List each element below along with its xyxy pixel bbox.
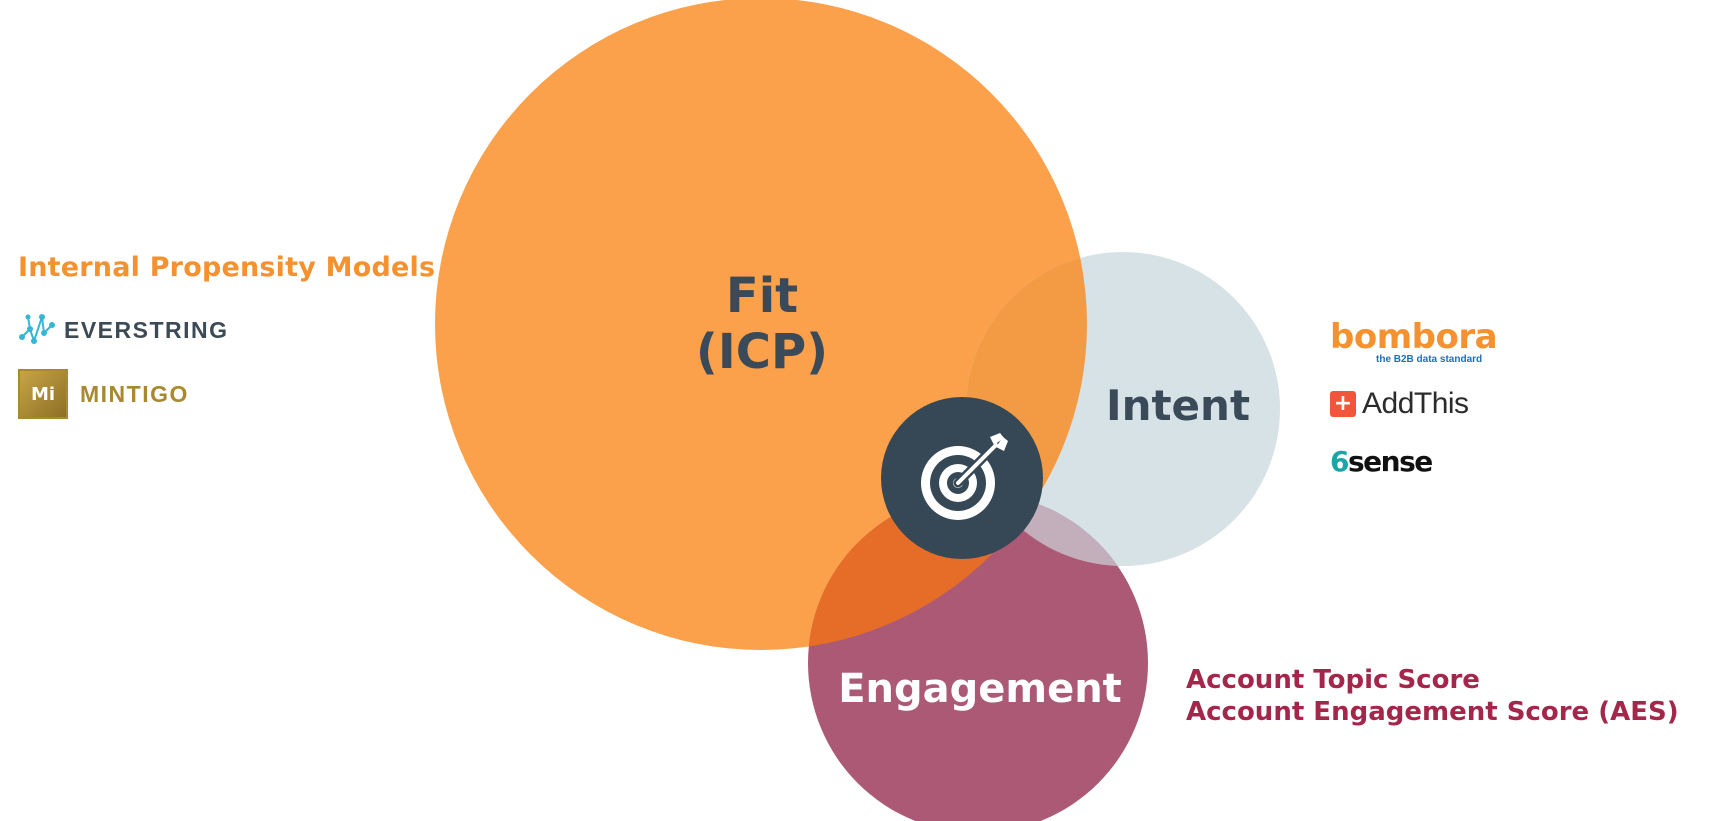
addthis-logo: + AddThis: [1330, 387, 1590, 421]
account-engagement-score: Account Engagement Score (AES): [1186, 697, 1679, 727]
everstring-logo: EVERSTRING: [18, 311, 418, 349]
bombora-tagline: the B2B data standard: [1376, 354, 1483, 365]
plus-icon: +: [1330, 391, 1356, 417]
sixsense-logo: 6sense: [1330, 445, 1590, 478]
fit-sources-heading: Internal Propensity Models: [18, 252, 436, 283]
everstring-network-icon: [19, 314, 55, 344]
account-topic-score: Account Topic Score: [1186, 665, 1480, 695]
engagement-label: Engagement: [838, 666, 1122, 712]
sixsense-word: sense: [1347, 445, 1433, 478]
fit-label-line1: Fit: [726, 268, 798, 324]
bombora-logo: bombora the B2B data standard: [1330, 320, 1590, 365]
everstring-name: EVERSTRING: [64, 316, 229, 343]
fit-sources: Internal Propensity Models EVERSTRING: [18, 252, 436, 419]
fit-label-line2: (ICP): [696, 324, 828, 380]
sixsense-digit: 6: [1330, 445, 1349, 478]
engagement-sources: Account Topic Score Account Engagement S…: [1186, 664, 1706, 728]
center-target: [881, 397, 1043, 559]
target-arrow-icon: [921, 433, 1008, 520]
mintigo-logo: Mi MINTIGO: [18, 369, 418, 419]
intent-sources: bombora the B2B data standard + AddThis …: [1330, 320, 1590, 478]
bombora-name: bombora: [1330, 317, 1498, 357]
mintigo-badge: Mi: [18, 369, 68, 419]
addthis-name: AddThis: [1362, 387, 1469, 420]
intent-label: Intent: [1106, 381, 1250, 430]
sixsense-name: 6sense: [1330, 445, 1433, 478]
mintigo-name: MINTIGO: [80, 380, 189, 407]
